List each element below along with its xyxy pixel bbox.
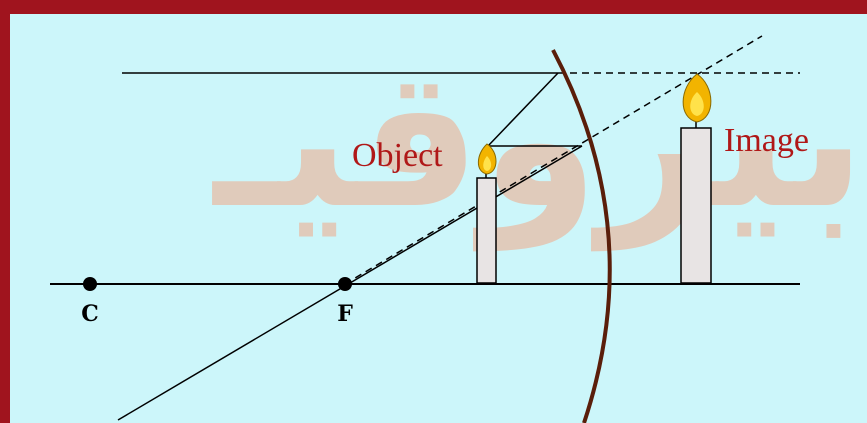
object-label: Object: [352, 137, 443, 174]
object-candle: [476, 143, 497, 284]
watermark: بيروقيـ: [212, 29, 866, 252]
center-label: C: [81, 301, 99, 327]
virtual-ray-diagonal: [344, 35, 763, 285]
center-of-curvature-point: [83, 277, 97, 291]
image-candle-body: [680, 127, 712, 284]
image-label: Image: [724, 122, 809, 159]
object-flame-core: [483, 156, 492, 171]
image-candle: [680, 73, 712, 284]
focal-point: [338, 277, 352, 291]
image-flame-core: [690, 92, 704, 116]
reflected-ray-parallel: [487, 72, 559, 147]
focus-label: F: [337, 301, 353, 327]
inner-background: [10, 14, 867, 423]
concave-mirror: [551, 49, 612, 423]
object-candle-body: [476, 177, 497, 284]
watermark-text: بيروقيـ: [212, 29, 866, 252]
